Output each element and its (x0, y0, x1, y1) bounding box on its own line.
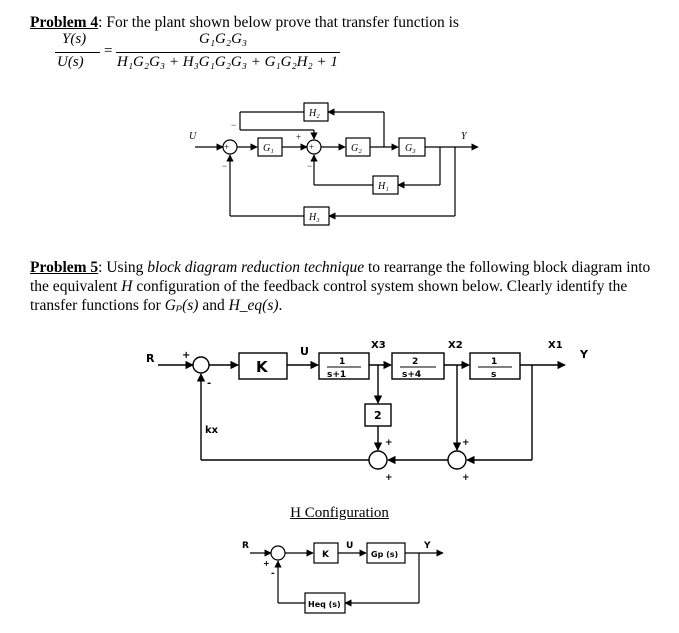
block-1-over-s (469, 352, 521, 380)
p5-block2-label: 2 (374, 409, 382, 422)
sign-j2-top: + (296, 132, 301, 142)
p5-b3-num: 1 (491, 357, 497, 367)
problem5-end: . (278, 297, 283, 314)
label-g1: G₁ (263, 143, 274, 154)
p5-kx-label: kx (205, 425, 219, 436)
problem5-and: and (198, 297, 229, 314)
rhs-numerator: G₁G₂G₃ (199, 31, 248, 47)
lhs-numerator: Y(s) (62, 31, 87, 47)
sign-j2-bottom: − (307, 161, 312, 171)
label-g3: G₃ (405, 143, 416, 154)
equals-sign: = (104, 43, 113, 59)
label-g2: G₂ (351, 143, 362, 154)
h-minus: - (271, 569, 275, 579)
p5-b1-num: 1 (339, 357, 345, 367)
p5-output-y: Y (579, 348, 589, 361)
label-h2: H₂ (308, 108, 320, 119)
h-k-label: K (322, 550, 330, 560)
p5-x3-label: X3 (371, 340, 386, 351)
h-u-label: U (346, 541, 353, 551)
problem5-technique: block diagram reduction technique (147, 259, 365, 276)
p5-b1-den: s+1 (327, 370, 346, 380)
problem5-text-a: : Using (98, 259, 148, 276)
problem5-text-c: to rearrange the following block diagram… (30, 259, 651, 295)
sign-j1-plus: + (224, 142, 229, 152)
p5-u-label: U (300, 345, 309, 358)
block-k (238, 352, 288, 380)
p5-x2-label: X2 (448, 340, 463, 351)
rhs-denominator: H₁G₂G₃ + H₃G₁G₂G₃ + G₁G₂H₂ + 1 (117, 54, 338, 70)
p5-plus-b: + (462, 438, 470, 448)
problem4-text: : For the plant shown below prove that t… (98, 14, 459, 31)
sign-j1-bottom: − (222, 161, 227, 171)
p5-plus-r: + (182, 350, 190, 361)
p5-plus-a: + (385, 438, 393, 448)
rhs-fraction-line (116, 52, 340, 53)
p5-input-r: R (146, 352, 155, 365)
label-h1: H₁ (377, 181, 389, 192)
problem5-statement: Problem 5: Using block diagram reduction… (30, 258, 660, 315)
p5-plus-c: + (385, 473, 393, 483)
output-y-label: Y (461, 131, 468, 142)
p5-b2-den: s+4 (402, 370, 421, 380)
p5-b3-den: s (491, 370, 496, 380)
input-u-label: U (189, 131, 197, 142)
label-h3: H₃ (308, 212, 320, 223)
p5-minus-fb: - (207, 378, 211, 389)
problem5-gp: Gₚ(s) (164, 297, 199, 314)
sign-j2-plus: + (309, 142, 314, 152)
block-2-over-s-plus-4 (391, 352, 445, 380)
sign-j1-top: − (231, 120, 236, 130)
lhs-denominator: U(s) (57, 54, 84, 70)
problem4-title: Problem 4 (30, 14, 99, 31)
lhs-fraction-line (55, 52, 100, 53)
p5-k-label: K (256, 358, 269, 376)
problem5-title: Problem 5 (30, 259, 99, 276)
h-gp-label: Gp (s) (371, 550, 398, 559)
h-plus: + (263, 559, 270, 568)
h-heq-label: Heq (s) (308, 600, 341, 609)
p5-b2-num: 2 (412, 357, 418, 367)
h-r-label: R (242, 541, 249, 551)
block-1-over-s-plus-1 (318, 352, 370, 380)
p5-plus-d: + (462, 473, 470, 483)
h-summing-junction (270, 545, 286, 561)
problem5-text-e: configuration of the feedback control sy… (30, 278, 628, 314)
h-y-label: Y (423, 541, 431, 551)
p5-x1-label: X1 (548, 340, 563, 351)
problem5-heq: H_eq(s) (228, 297, 279, 314)
problem4-statement: Problem 4: For the plant shown below pro… (30, 13, 660, 32)
h-configuration-title: H Configuration (290, 505, 389, 521)
problem5-h: H (121, 278, 133, 295)
